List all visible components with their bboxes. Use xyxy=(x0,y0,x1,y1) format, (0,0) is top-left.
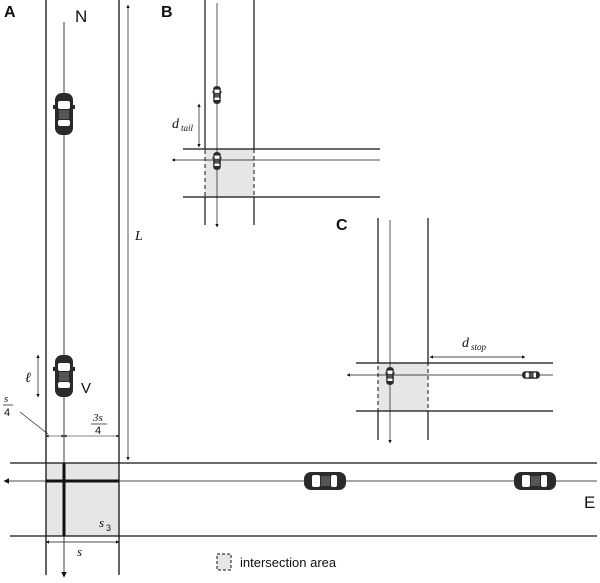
c-car-crossing xyxy=(385,367,395,385)
three-quarter-s-numerator: 3s xyxy=(92,412,103,424)
c-car-approaching xyxy=(522,371,540,379)
car-east-lane-1 xyxy=(304,472,346,490)
intersection-area-c xyxy=(377,362,429,412)
s-label: s xyxy=(77,544,82,559)
east-label: E xyxy=(584,493,595,512)
legend-swatch xyxy=(216,553,232,571)
panel-b-label: B xyxy=(161,4,173,21)
s3-label-subscript: 3 xyxy=(106,523,111,533)
L-label: L xyxy=(134,229,143,244)
s3-label-base: s xyxy=(99,515,104,530)
d-tail-base: d xyxy=(172,117,180,132)
quarter-s-denominator: 4 xyxy=(4,407,10,419)
quarter-s-numerator: s xyxy=(4,393,8,405)
b-car-following xyxy=(212,86,222,104)
car-north-lane xyxy=(53,93,75,135)
d-stop-base: d xyxy=(462,336,470,351)
panel-c-label: C xyxy=(336,217,348,234)
b-car-crossing xyxy=(212,152,222,170)
d-stop-subscript: stop xyxy=(471,342,487,352)
panel-a-label: A xyxy=(4,4,16,21)
panel-c: C d stop xyxy=(336,217,553,444)
ell-label: ℓ xyxy=(25,371,31,386)
panel-a: A N E V L ℓ s 4 xyxy=(3,0,597,578)
intersection-area-a xyxy=(45,462,120,537)
vehicle-label: V xyxy=(81,380,91,397)
quarter-s-leader xyxy=(19,411,49,435)
three-quarter-s-denominator: 4 xyxy=(95,425,101,437)
car-east-lane-2 xyxy=(514,472,556,490)
panel-b: B d tail xyxy=(161,0,380,228)
car-vehicle-v xyxy=(53,355,75,397)
intersection-area-b xyxy=(204,148,255,198)
north-label: N xyxy=(75,7,87,26)
legend-label: intersection area xyxy=(240,555,337,570)
d-tail-subscript: tail xyxy=(181,123,194,133)
